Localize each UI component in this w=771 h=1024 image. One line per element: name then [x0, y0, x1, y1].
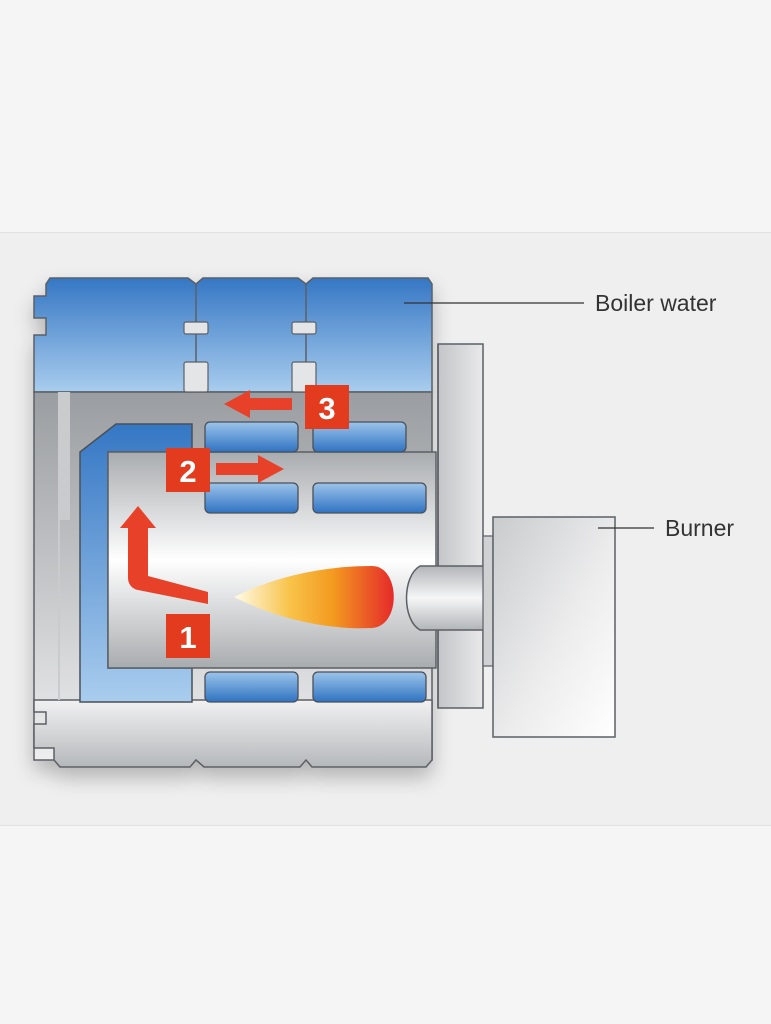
burner-housing [482, 535, 494, 667]
stay-upper-right [291, 321, 317, 335]
water-tube [204, 421, 299, 453]
water-tube [204, 482, 299, 514]
pass-2-badge: 2 [166, 448, 210, 492]
pass-3-arrow [224, 390, 292, 418]
boiler-base [33, 699, 433, 768]
burner-flange [437, 343, 484, 709]
water-tube [312, 482, 427, 514]
water-tube [312, 671, 427, 703]
pass-2-arrow [216, 455, 284, 483]
stay-lower-left [183, 361, 209, 393]
water-tube [204, 671, 299, 703]
pass-2-number: 2 [179, 454, 196, 489]
pass-3-number: 3 [318, 391, 335, 426]
stay-lower-right [291, 361, 317, 393]
burner-box [492, 516, 616, 738]
flame [234, 566, 394, 629]
burner-nozzle [405, 565, 495, 631]
water-jacket-left [58, 392, 70, 700]
water-tube [312, 421, 407, 453]
pass-1-arrow [120, 506, 208, 604]
stay-upper-left [183, 321, 209, 335]
boiler-water-label: Boiler water [595, 290, 717, 316]
pass-1-badge: 1 [166, 614, 210, 658]
burner-label: Burner [665, 515, 734, 541]
pass-1-number: 1 [179, 620, 196, 655]
water-jacket-top [33, 277, 433, 393]
pass-3-badge: 3 [305, 385, 349, 429]
